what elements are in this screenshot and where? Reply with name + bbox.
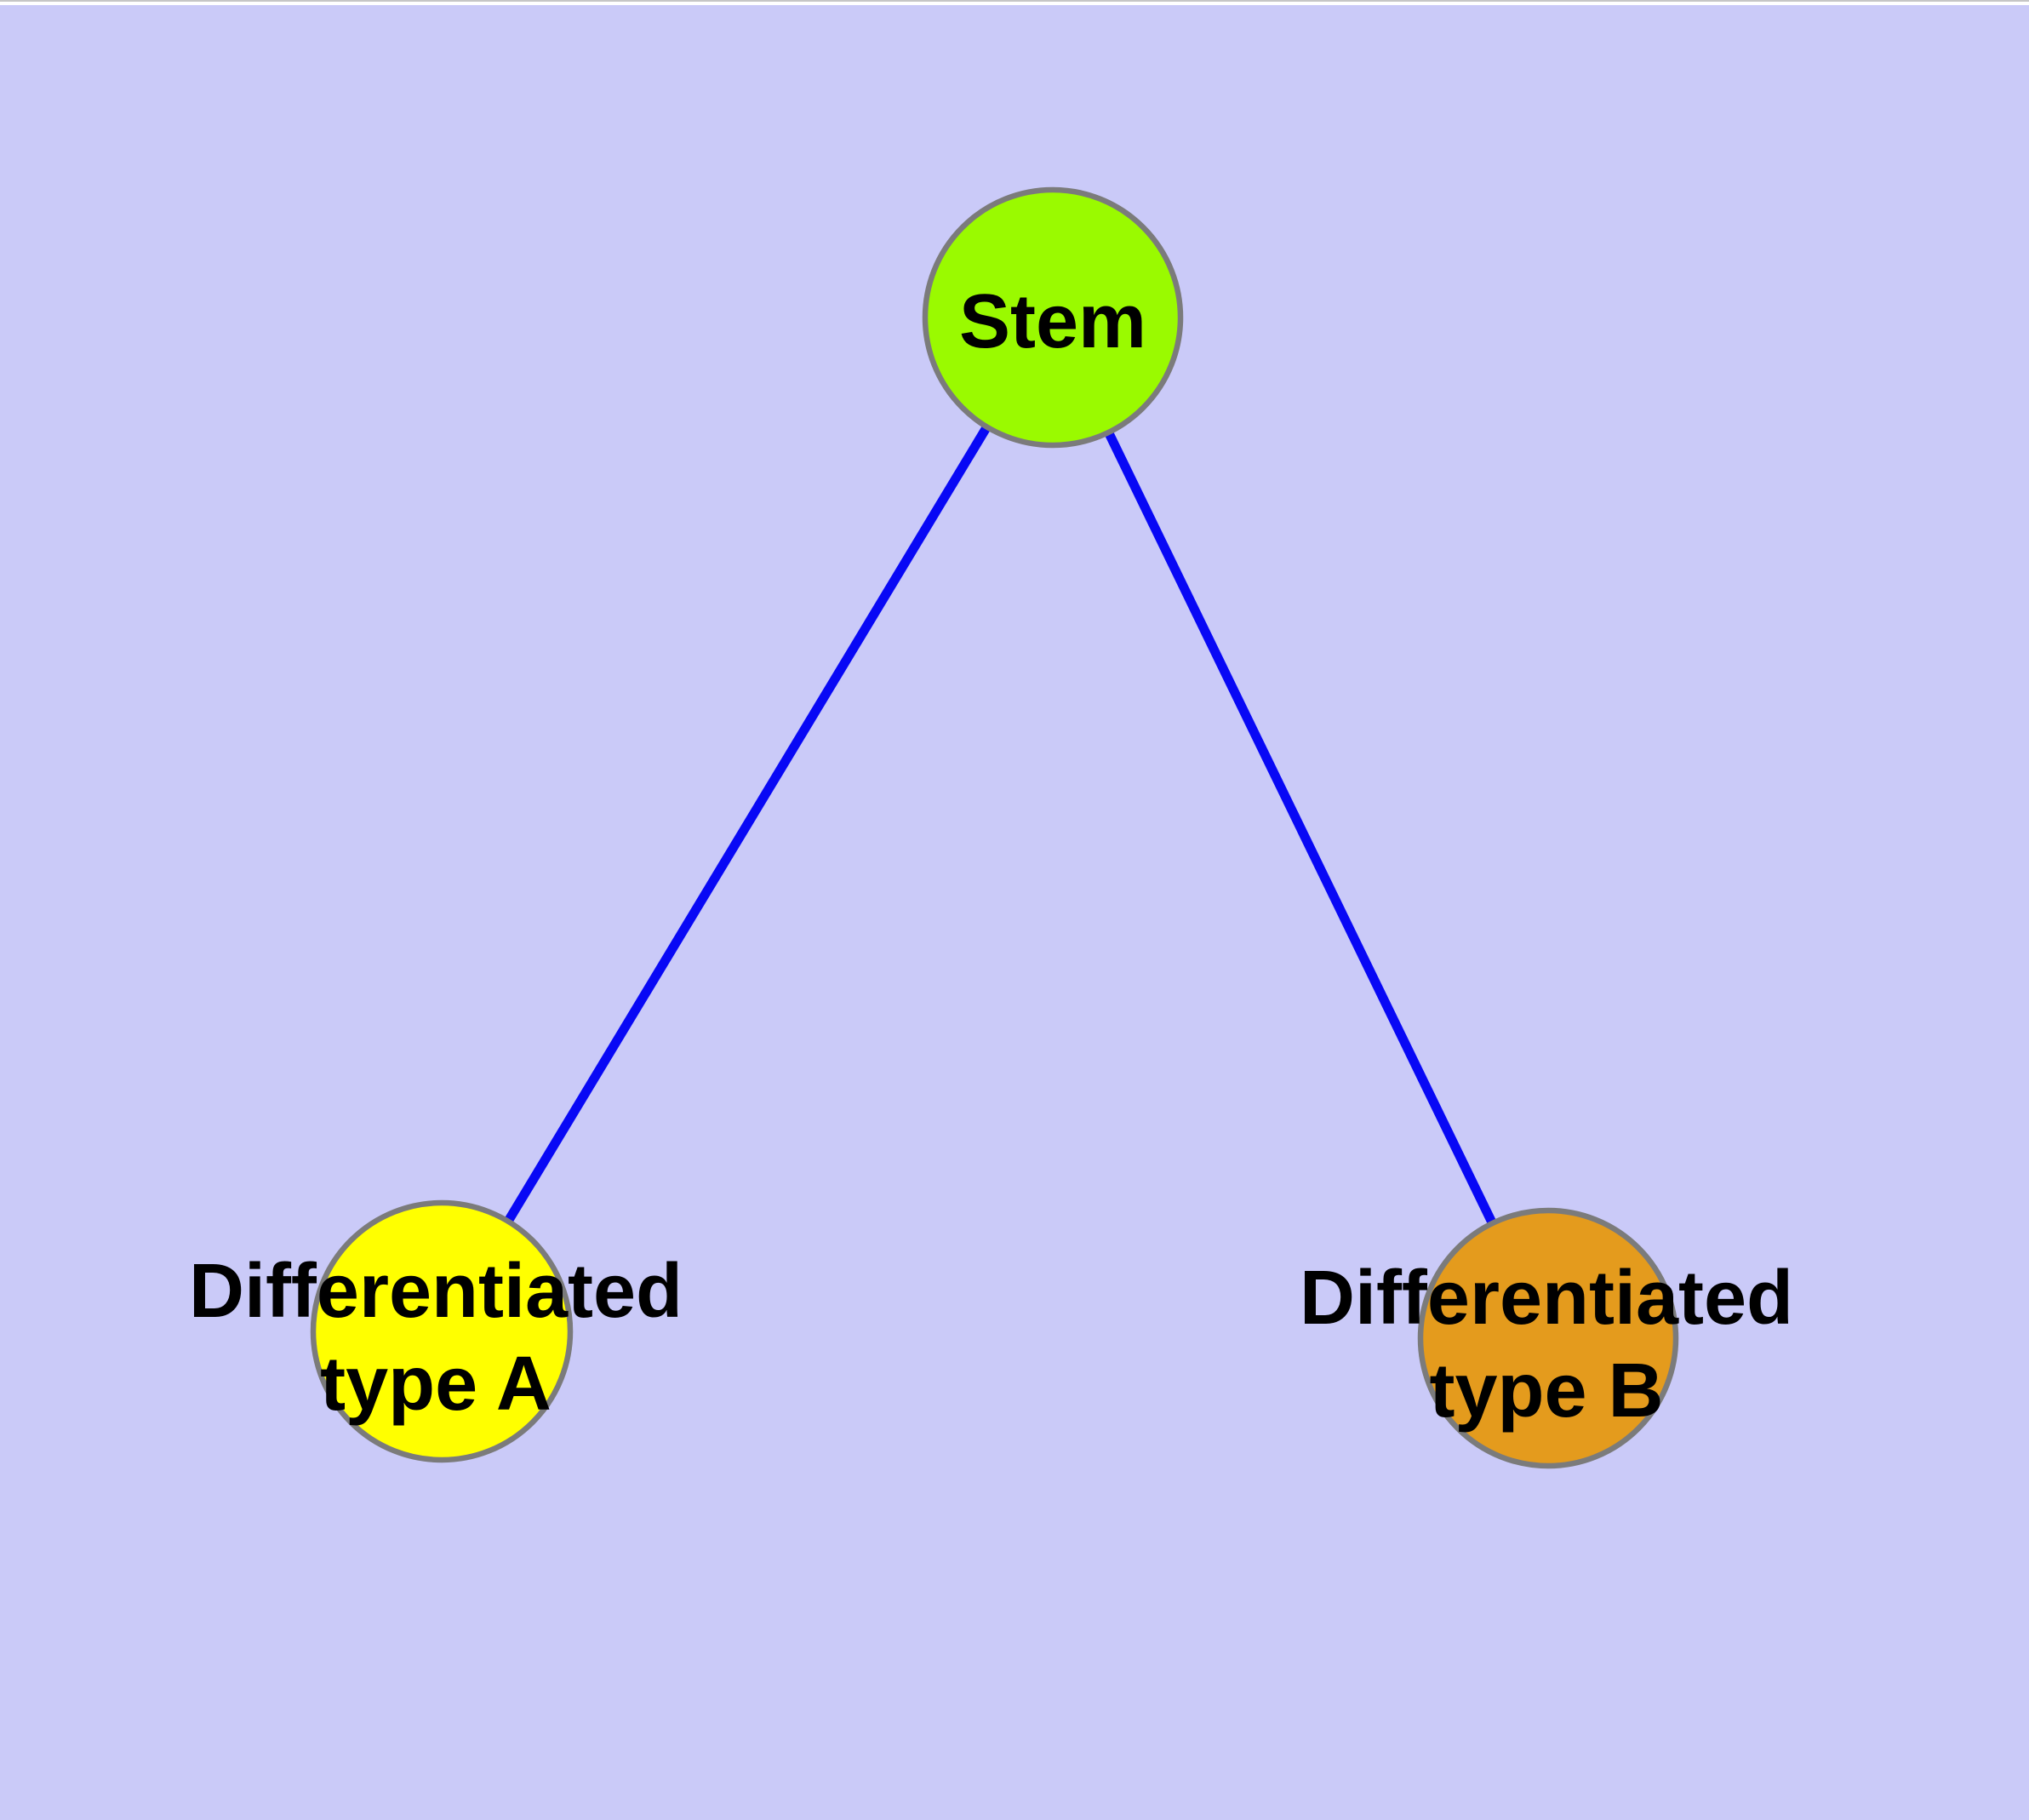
node-type-a-label-line-1: Differentiated (189, 1249, 683, 1334)
node-type-b-label-line-2: type B (1429, 1348, 1663, 1434)
node-stem-label: Stem (959, 279, 1146, 364)
node-differentiated-type-b (1417, 1207, 1679, 1469)
edge-stem-to-type-a (437, 315, 1057, 1334)
node-type-a-label-line-2: type A (320, 1342, 552, 1427)
edge-stem-to-type-b (1049, 315, 1552, 1341)
window-top-hairline (0, 0, 2029, 2)
node-differentiated-type-a (310, 1199, 574, 1463)
node-type-b-label-line-1: Differentiated (1300, 1256, 1793, 1341)
window-top-strip (0, 0, 2029, 5)
node-stem (922, 186, 1184, 449)
